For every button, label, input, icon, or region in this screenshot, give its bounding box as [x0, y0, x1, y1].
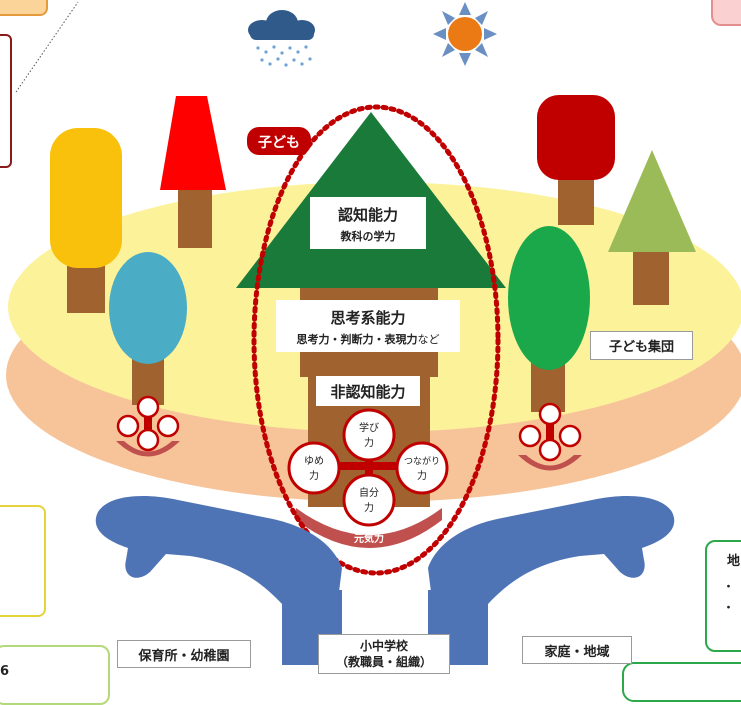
- circle-learn-line1: 学び: [359, 421, 379, 434]
- cognitive-sub: 教科の学力: [340, 229, 396, 243]
- fragment-box-left-dark-red: [0, 34, 12, 168]
- left-hand: [95, 496, 342, 604]
- tree-light-green: [608, 150, 696, 305]
- fragment-box-top-left-orange: [0, 0, 48, 16]
- fragment-box-left-yellow: [0, 505, 46, 617]
- connector-dotted-line: [15, 1, 79, 93]
- circle-learn: 学び 力: [342, 408, 396, 462]
- tree-blue: [109, 252, 187, 405]
- left-circle-cluster: [116, 395, 180, 457]
- hand-label-school-line2: （教職員・組織）: [335, 655, 432, 669]
- genki-label: 元気力: [354, 532, 384, 545]
- inner-connectors: [330, 446, 410, 496]
- circle-connect-line2: 力: [417, 469, 427, 482]
- circle-self-line1: 自分: [359, 486, 379, 499]
- circle-dream-line2: 力: [309, 469, 319, 482]
- circle-connect: つながり 力: [395, 441, 449, 495]
- child-boundary-dotted: [251, 104, 501, 576]
- tree-red-trapezoid: [160, 96, 226, 248]
- right-box-bullet-2: ・: [722, 601, 736, 616]
- circle-dream-line1: ゆめ: [304, 455, 324, 467]
- sun-icon: [433, 2, 497, 66]
- tree-dark-red: [537, 95, 615, 225]
- hand-label-family: 家庭・地域: [522, 636, 632, 664]
- circle-self-line2: 力: [364, 501, 374, 514]
- hand-label-school-line1: 小中学校: [359, 639, 408, 653]
- circle-learn-line2: 力: [364, 436, 374, 449]
- fragment-box-top-right-pink: [711, 0, 741, 26]
- cognitive-title: 認知能力: [338, 206, 398, 224]
- right-box-bullet-1: ・: [722, 580, 736, 595]
- thinking-sub-main: 思考力・判断力・表現力: [297, 332, 418, 346]
- noncognitive-title: 非認知能力: [330, 383, 405, 401]
- child-tag-label: 子ども: [258, 135, 300, 151]
- thinking-label: 思考系能力 思考力・判断力・表現力など: [276, 300, 460, 352]
- fragment-box-right-green: [705, 540, 741, 652]
- circle-dream: ゆめ 力: [287, 441, 341, 495]
- thinking-sub-suffix: など: [418, 333, 440, 346]
- bottom-left-char: 6: [0, 664, 10, 679]
- thinking-title: 思考系能力: [330, 309, 405, 327]
- tree-green: [508, 226, 590, 412]
- right-circle-cluster: [518, 402, 582, 471]
- hand-label-school: 小中学校 （教職員・組織）: [318, 634, 450, 674]
- thinking-sub: 思考力・判断力・表現力など: [297, 332, 440, 346]
- diagram-canvas: 認知能力 教科の学力 思考系能力 思考力・判断力・表現力など 非認知能力 元気力…: [6, 1, 741, 665]
- tree-yellow: [50, 128, 122, 313]
- right-hand: [428, 496, 675, 604]
- child-tag: 子ども: [247, 127, 311, 155]
- genki-arc: 元気力: [296, 508, 442, 548]
- supporting-hands: [95, 496, 675, 665]
- circle-self: 自分 力: [342, 473, 396, 527]
- right-box-char: 地: [727, 554, 741, 569]
- rain-cloud-icon: [248, 10, 315, 67]
- noncognitive-label: 非認知能力: [316, 376, 420, 406]
- fragment-box-bottom-left-green: [0, 645, 110, 705]
- circle-connect-line1: つながり: [404, 455, 440, 467]
- child-group-label: 子ども集団: [590, 331, 693, 360]
- cognitive-label: 認知能力 教科の学力: [310, 197, 426, 249]
- fragment-box-bottom-right-green: [622, 662, 741, 702]
- hand-label-nursery: 保育所・幼稚園: [117, 640, 251, 668]
